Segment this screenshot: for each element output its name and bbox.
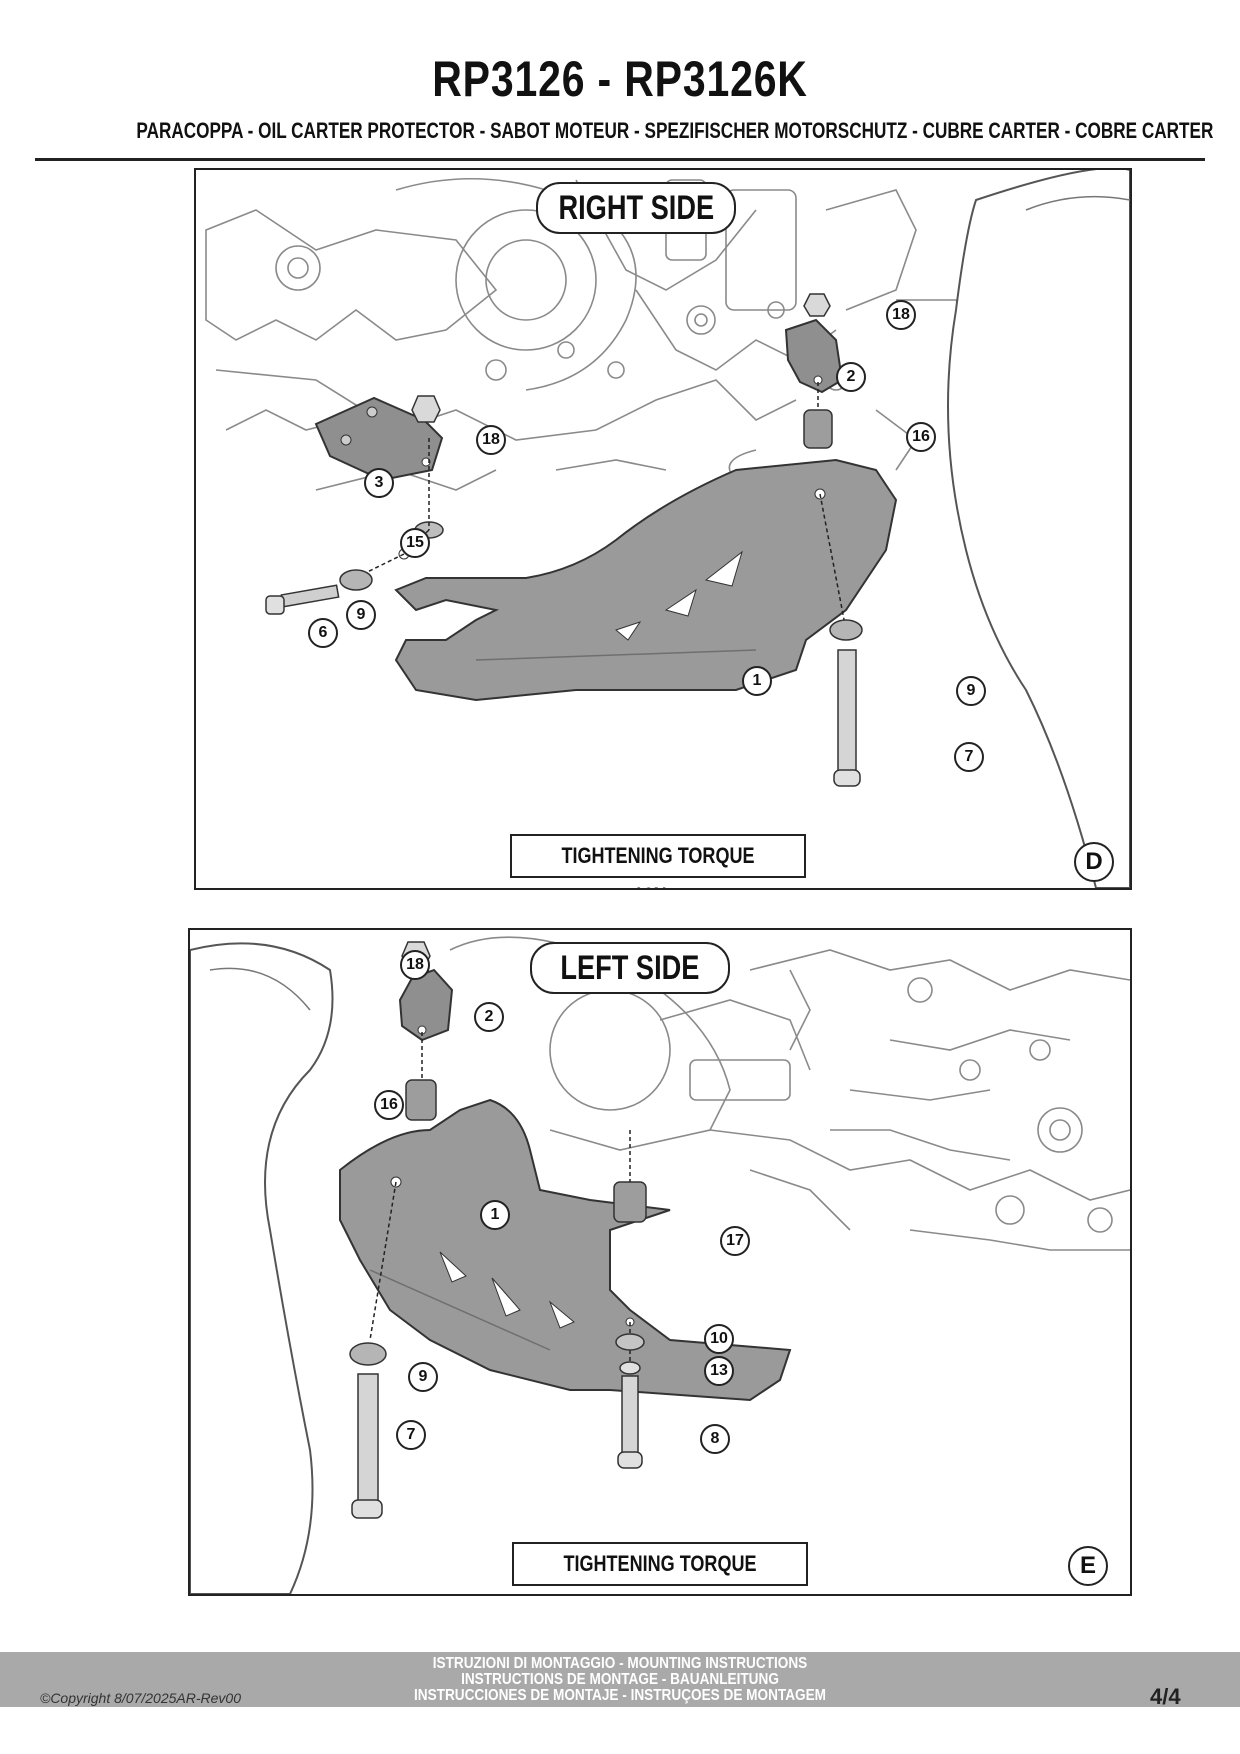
washer-9-left (339, 569, 373, 591)
bracket-2-right (784, 318, 844, 394)
left-side-label: LEFT SIDE (530, 942, 730, 994)
left-side-illustration (190, 936, 1130, 1594)
callout-10: 10 (704, 1324, 734, 1354)
skid-plate-1 (339, 1098, 792, 1402)
wheel-fender (947, 170, 1130, 888)
footer-line-1: ISTRUZIONI DI MONTAGGIO - MOUNTING INSTR… (432, 1655, 808, 1672)
view-label-d: D (1074, 842, 1114, 882)
callout-9: 9 (408, 1362, 438, 1392)
torque-note-right: TIGHTENING TORQUE 10Nm (510, 834, 806, 888)
callout-18-left: 18 (476, 425, 506, 455)
callout-6: 6 (308, 618, 338, 648)
footer-line-2: INSTRUCTIONS DE MONTAGE - BAUANLEITUNG (461, 1671, 779, 1688)
callout-1: 1 (480, 1200, 510, 1230)
washer-10 (615, 1333, 645, 1351)
callout-9-right: 9 (956, 676, 986, 706)
callout-8: 8 (700, 1424, 730, 1454)
callout-16: 16 (374, 1090, 404, 1120)
callout-2: 2 (474, 1002, 504, 1032)
callout-7: 7 (396, 1420, 426, 1450)
washer-9 (349, 1342, 387, 1366)
copyright-text: ©Copyright 8/07/2025AR-Rev00 (40, 1690, 241, 1706)
callout-1-right: 1 (742, 666, 772, 696)
right-side-illustration (205, 170, 1130, 888)
nut-18-left (411, 395, 441, 423)
bracket-3 (314, 396, 444, 482)
bolt-8 (617, 1375, 643, 1469)
panel-right-side: RIGHT SIDE 18 2 16 18 3 15 9 6 1 9 7 TIG… (194, 168, 1132, 890)
wheel-fender (190, 942, 334, 1594)
header-divider (35, 158, 1205, 161)
panel-left-side: LEFT SIDE 18 2 16 1 17 10 13 9 7 8 TIGHT… (188, 928, 1132, 1596)
bracket-2-left (398, 968, 454, 1042)
footer-band (0, 1652, 1240, 1707)
washer-9-right (829, 619, 863, 641)
callout-15: 15 (400, 528, 430, 558)
engine-bolt-head (275, 245, 321, 291)
callout-3: 3 (364, 468, 394, 498)
bolt-7 (833, 649, 861, 787)
callout-18-top-right: 18 (886, 300, 916, 330)
callout-13: 13 (704, 1356, 734, 1386)
spacer-17 (613, 1181, 647, 1223)
document-subtitle: PARACOPPA - OIL CARTER PROTECTOR - SABOT… (136, 118, 1214, 143)
bolt-6 (265, 584, 340, 615)
callout-2-right: 2 (836, 362, 866, 392)
lock-washer-13 (619, 1361, 641, 1375)
right-side-label: RIGHT SIDE (536, 182, 736, 234)
spacer-16 (405, 1079, 437, 1121)
callout-18: 18 (400, 950, 430, 980)
bolt-7 (351, 1373, 383, 1519)
spacer-16 (803, 409, 833, 449)
callout-9-left: 9 (346, 600, 376, 630)
torque-note-left: TIGHTENING TORQUE 10Nm (512, 1542, 808, 1594)
engine-outline (205, 209, 498, 341)
callout-16-right: 16 (906, 422, 936, 452)
nut-18-right (803, 293, 831, 317)
callout-7-right: 7 (954, 742, 984, 772)
page-number: 4/4 (1150, 1684, 1181, 1709)
document-title: RP3126 - RP3126K (432, 51, 808, 107)
footer-instructions: ISTRUZIONI DI MONTAGGIO - MOUNTING INSTR… (0, 1656, 1240, 1704)
callout-17: 17 (720, 1226, 750, 1256)
skid-plate-1 (394, 458, 898, 702)
footer-line-3: INSTRUCCIONES DE MONTAJE - INSTRUÇOES DE… (413, 1687, 827, 1704)
view-label-e: E (1068, 1546, 1108, 1586)
